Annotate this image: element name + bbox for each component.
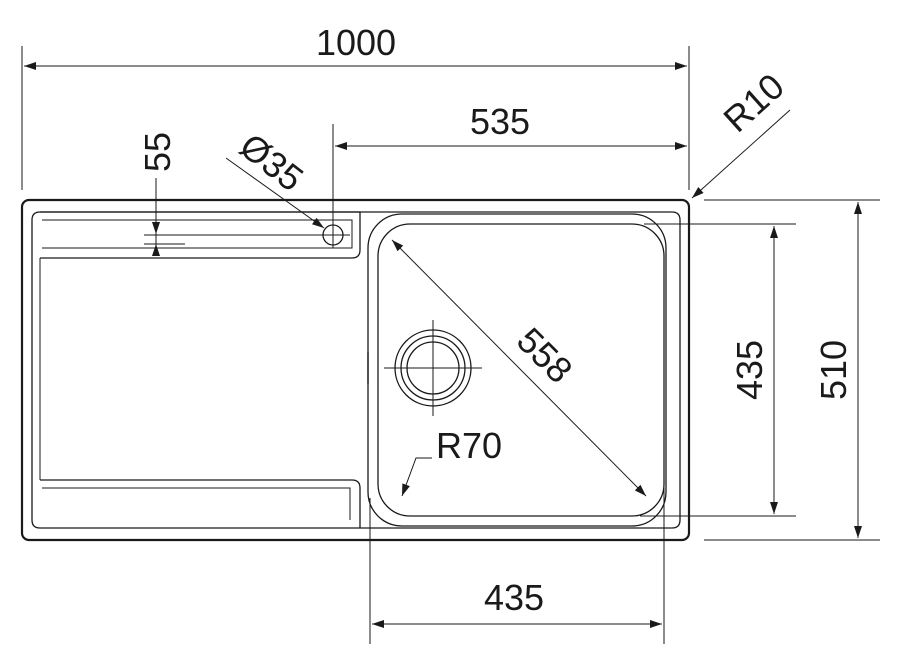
drainer-bottom-panel-inner [42, 487, 351, 520]
sink-bowl [367, 213, 667, 527]
leader-line [401, 457, 432, 497]
dim-label-55: 55 [137, 132, 178, 172]
dim-label-535: 535 [470, 101, 530, 142]
sink-outer-edge [20, 198, 691, 542]
drain [384, 320, 482, 416]
dim-overall-depth: 510 [704, 199, 880, 541]
drainer-bottom-panel [40, 479, 361, 528]
leader-line [691, 109, 791, 199]
dim-bowl-width: 435 [369, 488, 665, 644]
dim-label-1000: 1000 [316, 22, 396, 63]
drainer-top-panel-inner [42, 219, 353, 249]
dim-overall-width: 1000 [21, 22, 690, 190]
dim-label-435-width: 435 [484, 577, 544, 618]
leader-line [225, 157, 325, 229]
dim-bowl-corner-radius: R70 [401, 425, 502, 497]
drainer-board [39, 211, 361, 528]
dim-corner-radius: R10 [691, 65, 792, 199]
dim-label-558: 558 [509, 319, 580, 390]
arrow-down [152, 222, 160, 234]
dim-label-510: 510 [813, 340, 854, 400]
dim-label-435-depth: 435 [729, 340, 770, 400]
dim-label-r10: R10 [715, 65, 792, 140]
dim-tap-hole-offset: 55 [137, 132, 185, 256]
sink-outline [20, 198, 691, 542]
dim-bowl-depth: 435 [640, 223, 796, 517]
dim-label-r70: R70 [436, 425, 502, 466]
tap-hole [144, 124, 350, 248]
dim-bowl-offset: 535 [335, 101, 687, 150]
sink-inner-rim [31, 211, 681, 529]
bowl-inner [377, 223, 665, 517]
dim-line [391, 239, 647, 497]
arrow-up [152, 244, 160, 256]
dim-label-diameter-35: Ø35 [232, 125, 311, 199]
drainer-top-panel [40, 211, 361, 259]
